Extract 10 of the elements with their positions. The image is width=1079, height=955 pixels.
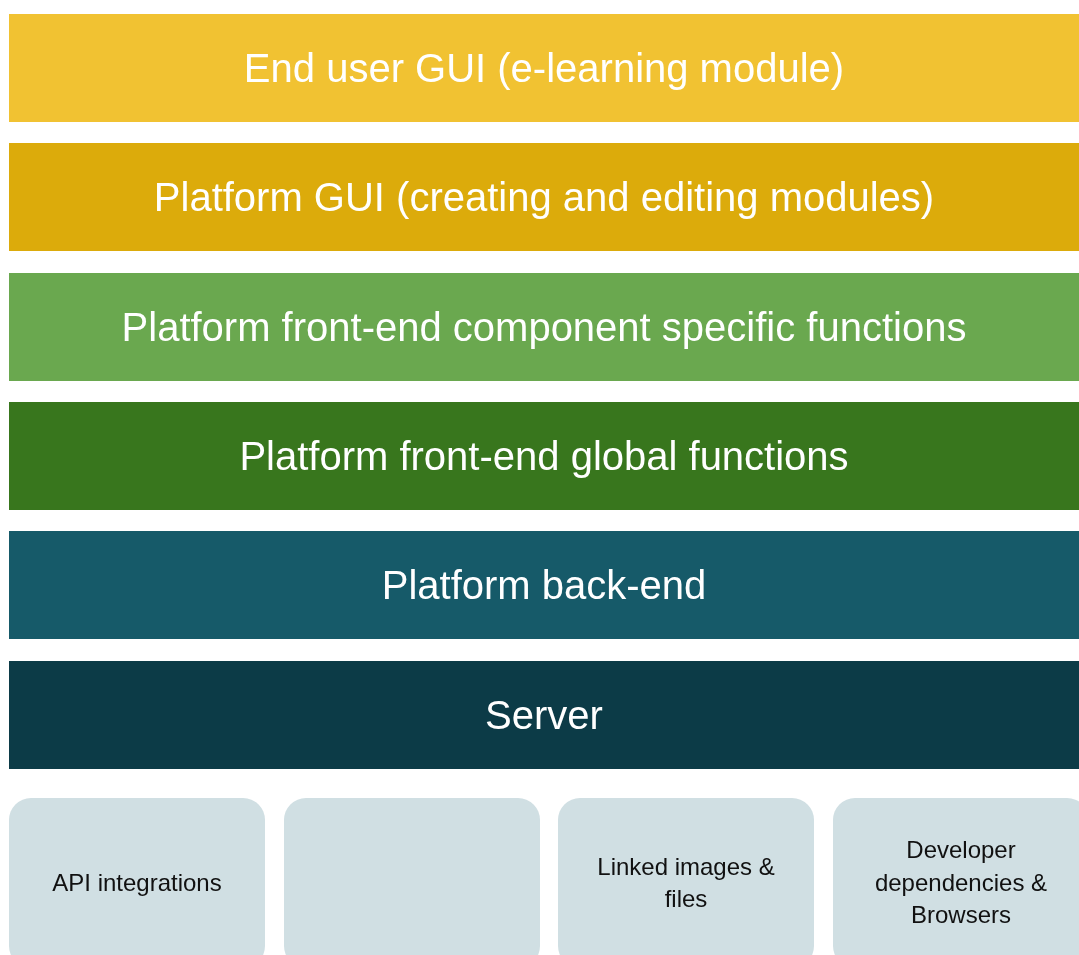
source-card bbox=[284, 798, 540, 955]
layer-band: Platform front-end component specific functions bbox=[9, 273, 1079, 381]
source-card: Linked images & files bbox=[558, 798, 814, 955]
layer-band: Platform back-end bbox=[9, 531, 1079, 639]
layer-band: Platform front-end global functions bbox=[9, 402, 1079, 510]
source-card: API integrations bbox=[9, 798, 265, 955]
layer-band: Server bbox=[9, 661, 1079, 769]
layer-band: Platform GUI (creating and editing modules) bbox=[9, 143, 1079, 251]
source-card: Developer dependencies & Browsers bbox=[833, 798, 1079, 955]
layer-band: End user GUI (e-learning module) bbox=[9, 14, 1079, 122]
